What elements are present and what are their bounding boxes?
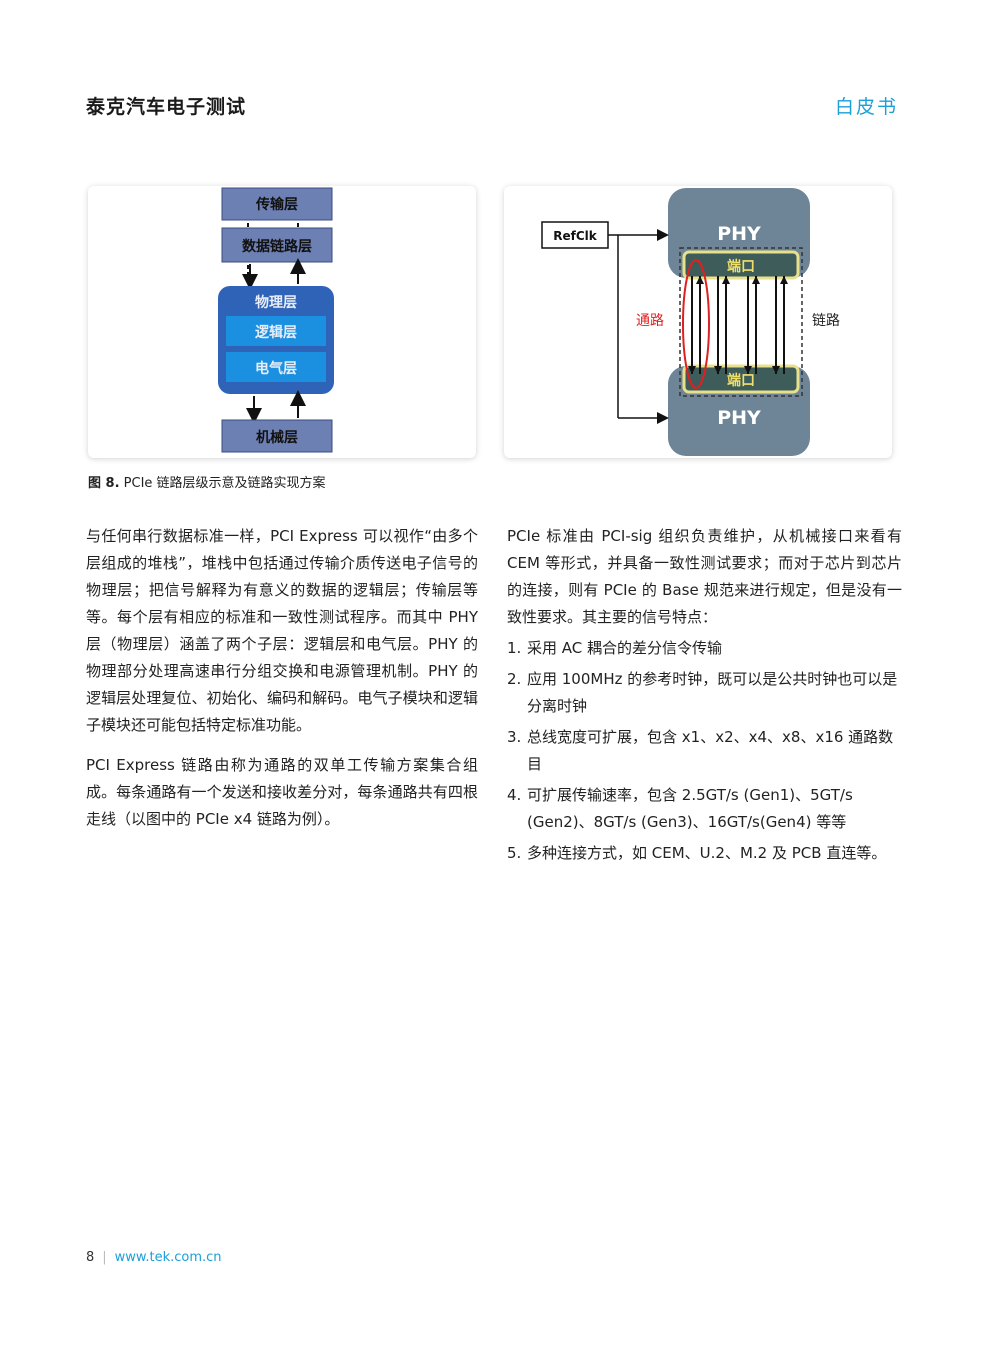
- page-number: 8: [86, 1250, 95, 1265]
- electrical-sublayer-box: [226, 352, 326, 382]
- mechanical-layer-box: [221, 419, 333, 453]
- lane-lines: [691, 276, 785, 374]
- left-paragraph-2: PCI Express 链路由称为通路的双单工传输方案集合组成。每条通路有一个发…: [86, 756, 478, 828]
- transport-layer-box: [221, 187, 333, 221]
- header-title: 泰克汽车电子测试: [86, 96, 247, 118]
- port-bottom-label: 端口: [727, 372, 755, 389]
- mechanical-layer-label: 机械层: [256, 429, 298, 446]
- lane-label: 通路: [636, 313, 664, 329]
- header-doc-type: 白皮书: [834, 96, 898, 118]
- data-link-layer-box: [221, 227, 333, 263]
- list-item: 5.多种连接方式，如 CEM、U.2、M.2 及 PCB 直连等。: [507, 844, 887, 862]
- data-link-layer-label: 数据链路层: [242, 238, 312, 255]
- page-footer: 8 | www.tek.com.cn: [86, 1250, 222, 1265]
- right-column: PCIe 标准由 PCI-sig 组织负责维护，从机械接口来看有 CEM 等形式…: [507, 523, 902, 871]
- electrical-sublayer-label: 电气层: [255, 360, 297, 377]
- figure-layer-stack: 传输层 数据链路层 物理层 逻辑层 电气层 机械层: [88, 186, 476, 458]
- list-item: 3.总线宽度可扩展，包含 x1、x2、x4、x8、x16 通路数目: [507, 728, 894, 773]
- link-lane-diagram: PHY PHY 端口 端口 RefClk: [541, 188, 840, 456]
- refclk-box: [541, 221, 609, 249]
- lane-highlight: [682, 259, 710, 389]
- footer-separator: |: [102, 1250, 107, 1265]
- figure-caption-text: PCIe 链路层级示意及链路实现方案: [119, 476, 326, 491]
- list-item: 1.采用 AC 耦合的差分信令传输: [507, 639, 723, 657]
- left-column: 与任何串行数据标准一样，PCI Express 可以视作“由多个层组成的堆栈”，…: [86, 523, 478, 846]
- port-bottom-box: [682, 364, 800, 394]
- phy-top-label: PHY: [717, 223, 761, 245]
- physical-layer-label: 物理层: [255, 294, 297, 311]
- port-top-box: [682, 250, 800, 280]
- transport-layer-label: 传输层: [255, 196, 298, 213]
- list-item: 2.应用 100MHz 的参考时钟，既可以是公共时钟也可以是分离时钟: [507, 670, 898, 715]
- figure-caption-label: 图 8.: [88, 476, 120, 491]
- port-top-label: 端口: [727, 258, 755, 275]
- website-link[interactable]: www.tek.com.cn: [114, 1250, 222, 1265]
- signal-feature-list: 1.采用 AC 耦合的差分信令传输 2.应用 100MHz 的参考时钟，既可以是…: [507, 635, 902, 867]
- figure-link-lanes: PHY PHY 端口 端口 RefClk: [504, 186, 892, 458]
- list-item: 4.可扩展传输速率，包含 2.5GT/s (Gen1)、5GT/s (Gen2)…: [507, 786, 853, 831]
- figure-caption: 图 8. PCIe 链路层级示意及链路实现方案: [88, 472, 326, 491]
- left-paragraph-1: 与任何串行数据标准一样，PCI Express 可以视作“由多个层组成的堆栈”，…: [86, 527, 478, 734]
- link-label: 链路: [812, 313, 840, 329]
- phy-bottom-label: PHY: [717, 407, 761, 429]
- logical-sublayer-box: [226, 316, 326, 346]
- right-intro-paragraph: PCIe 标准由 PCI-sig 组织负责维护，从机械接口来看有 CEM 等形式…: [507, 527, 902, 626]
- layer-stack-diagram: 传输层 数据链路层 物理层 逻辑层 电气层 机械层: [218, 187, 334, 453]
- logical-sublayer-label: 逻辑层: [255, 324, 297, 341]
- refclk-label: RefClk: [553, 229, 598, 243]
